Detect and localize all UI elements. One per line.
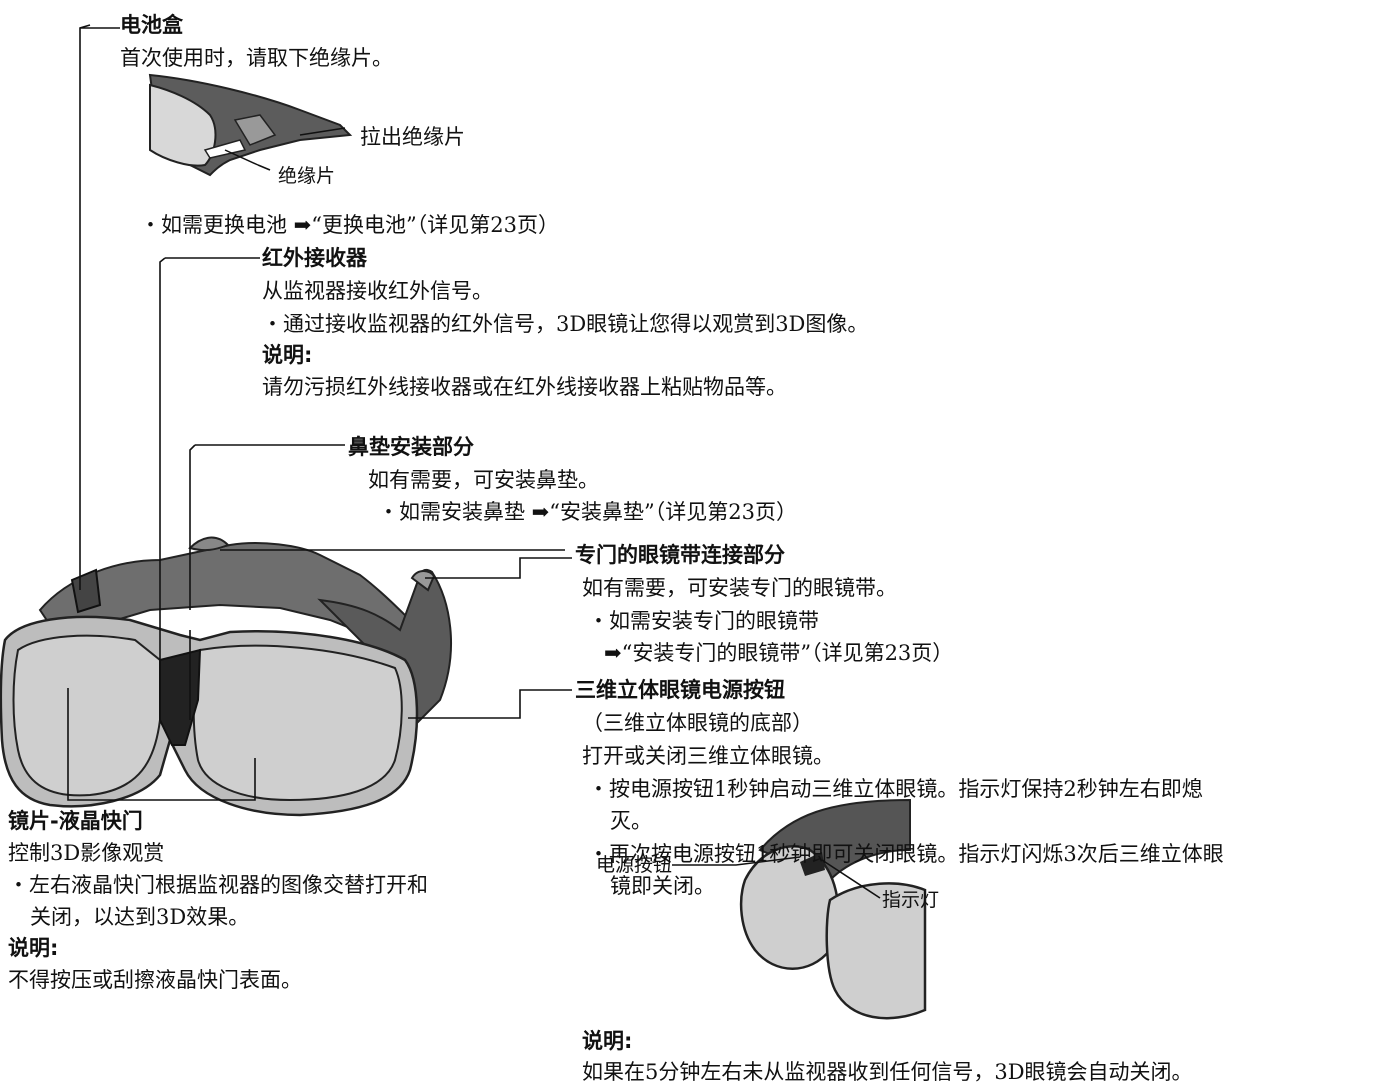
power-bullet-2-line-1: ・再次按电源按钮1秒钟即可关闭眼镜。指示灯闪烁3次后三维立体眼 (588, 842, 1224, 866)
3d-glasses-illustration (0, 536, 452, 817)
power-sub: （三维立体眼镜的底部） (582, 711, 813, 735)
leader-lines (67, 24, 881, 899)
pull-sheet-label: 拉出绝缘片 (360, 125, 465, 149)
ir-receiver-bullet: ・通过接收监视器的红外信号，3D眼镜让您得以观赏到3D图像。 (262, 312, 869, 336)
ir-note-title: 说明: (262, 343, 313, 367)
ir-receiver-title: 红外接收器 (262, 246, 367, 270)
nose-pad-title: 鼻垫安装部分 (348, 435, 474, 459)
ir-note: 请勿污损红外线接收器或在红外线接收器上粘贴物品等。 (262, 375, 787, 399)
battery-glasses-illustration (148, 73, 353, 177)
lens-note-title: 说明: (8, 936, 59, 960)
lens-bullet-line-1: ・左右液晶快门根据监视器的图像交替打开和 (8, 873, 428, 897)
lens-desc: 控制3D影像观赏 (8, 841, 165, 865)
power-note-title: 说明: (582, 1029, 633, 1053)
lens-note: 不得按压或刮擦液晶快门表面。 (8, 968, 302, 992)
power-bullet-1-line-2: 灭。 (610, 809, 652, 833)
power-desc: 打开或关闭三维立体眼镜。 (582, 744, 834, 768)
power-note: 如果在5分钟左右未从监视器收到任何信号，3D眼镜会自动关闭。 (582, 1060, 1193, 1084)
indicator-label: 指示灯 (882, 889, 940, 911)
strap-title: 专门的眼镜带连接部分 (575, 543, 785, 567)
battery-replace-note: ・如需更换电池 ➡“更换电池”（详见第23页） (140, 213, 559, 237)
strap-bullet-ref: ➡“安装专门的眼镜带”（详见第23页） (604, 641, 954, 665)
battery-box-desc: 首次使用时，请取下绝缘片。 (120, 46, 393, 70)
nose-pad-desc: 如有需要，可安装鼻垫。 (368, 468, 599, 492)
nose-pad-bullet: ・如需安装鼻垫 ➡“安装鼻垫”（详见第23页） (378, 500, 797, 524)
power-bullet-2-line-2: 镜即关闭。 (610, 874, 715, 898)
power-glasses-illustration (739, 798, 927, 1020)
lens-bullet-line-2: 关闭，以达到3D效果。 (30, 905, 250, 929)
insulation-sheet-label: 绝缘片 (278, 165, 336, 187)
lens-title: 镜片-液晶快门 (8, 809, 143, 833)
strap-bullet: ・如需安装专门的眼镜带 (588, 609, 819, 633)
power-button-label: 电源按钮 (596, 854, 673, 876)
power-bullet-1-line-1: ・按电源按钮1秒钟启动三维立体眼镜。指示灯保持2秒钟左右即熄 (588, 777, 1203, 801)
battery-box-title: 电池盒 (120, 13, 183, 37)
strap-desc: 如有需要，可安装专门的眼镜带。 (582, 576, 897, 600)
power-title: 三维立体眼镜电源按钮 (575, 678, 785, 702)
ir-receiver-desc: 从监视器接收红外信号。 (262, 279, 493, 303)
